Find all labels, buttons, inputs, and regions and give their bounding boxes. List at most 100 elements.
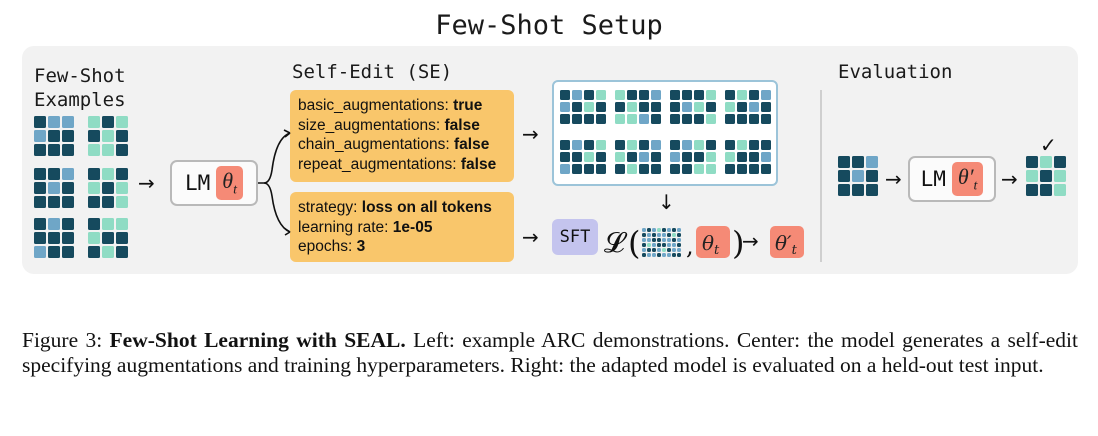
caption-label: Figure 3: (22, 328, 103, 352)
arc-grids (34, 90, 1066, 258)
grid-cell (560, 102, 570, 112)
grid-cell (572, 164, 582, 174)
grid-cell (749, 114, 759, 124)
grid-cell (116, 168, 128, 180)
hp-row: strategy: loss on all tokens (298, 199, 492, 216)
grid-cell (725, 152, 735, 162)
arrow-icon: → (522, 225, 539, 249)
evaluation-header: Evaluation (838, 61, 953, 83)
grid-cell (34, 246, 46, 258)
grid-cell (682, 152, 692, 162)
figure-caption: Figure 3: Few-Shot Learning with SEAL. L… (22, 328, 1078, 378)
grid-cell (572, 102, 582, 112)
grid-cell (651, 102, 661, 112)
loss-expression: 𝓛 ( , θt ) θ′t (604, 224, 804, 262)
grid-cell (615, 152, 625, 162)
grid-cell (48, 130, 60, 142)
grid-cell (116, 144, 128, 156)
grid-cell (1040, 170, 1052, 182)
grid-cell (657, 233, 661, 237)
grid-cell (672, 253, 676, 257)
grid-cell (737, 152, 747, 162)
aug-row: basic_augmentations: true (298, 97, 483, 114)
grid-cell (651, 152, 661, 162)
fewshot-header-line2: Examples (34, 89, 126, 111)
grid-cell (838, 156, 850, 168)
theta-subscript: t (233, 182, 237, 198)
loss-symbol: 𝓛 (604, 226, 628, 259)
grid-cell (725, 114, 735, 124)
caption-title: Few-Shot Learning with SEAL. (109, 328, 406, 352)
theta-subscript: t (973, 178, 978, 194)
grid-cell (116, 116, 128, 128)
aug-row: repeat_augmentations: false (298, 155, 497, 173)
grid-cell (1026, 156, 1038, 168)
grid-cell (737, 114, 747, 124)
grid-cell (88, 144, 100, 156)
grid-cell (102, 218, 114, 230)
arrow-icon: → (1001, 167, 1018, 191)
grid-cell (102, 232, 114, 244)
grid-cell (672, 238, 676, 242)
grid-cell (1026, 170, 1038, 182)
augmented-grid (560, 90, 582, 124)
grid-cell (1054, 156, 1066, 168)
grid-cell (657, 238, 661, 242)
grid-cell (34, 144, 46, 156)
grid-cell (647, 233, 651, 237)
grid-cell (838, 184, 850, 196)
grid-cell (572, 90, 582, 100)
grid-cell (667, 233, 671, 237)
grid-cell (652, 233, 656, 237)
grid-cell (682, 102, 692, 112)
grid-cell (647, 228, 651, 232)
grid-cell (627, 152, 637, 162)
example-output-grid (88, 218, 128, 258)
grid-cell (1040, 184, 1052, 196)
arrow-icon: → (885, 167, 902, 191)
grid-cell (88, 116, 100, 128)
theta-badge: θt (216, 165, 243, 201)
adapted-language-model-box: LM θ′t (908, 156, 996, 202)
grid-cell (572, 152, 582, 162)
grid-cell (761, 90, 771, 100)
grid-cell (615, 164, 625, 174)
grid-cell (639, 152, 649, 162)
grid-cell (102, 116, 114, 128)
grid-cell (639, 164, 649, 174)
grid-cell (694, 164, 704, 174)
grid-cell (48, 218, 60, 230)
grid-cell (116, 218, 128, 230)
augmented-grid (749, 90, 771, 124)
augmented-grid (725, 140, 747, 174)
grid-cell (652, 228, 656, 232)
grid-cell (48, 196, 60, 208)
grid-cell (88, 168, 100, 180)
grid-cell (34, 116, 46, 128)
grid-cell (677, 243, 681, 247)
language-model-box: LM θt (170, 160, 258, 206)
grid-cell (652, 243, 656, 247)
grid-cell (62, 196, 74, 208)
grid-cell (116, 130, 128, 142)
grid-cell (725, 102, 735, 112)
grid-cell (670, 152, 680, 162)
grid-cell (667, 248, 671, 252)
grid-cell (682, 140, 692, 150)
augmented-grid (725, 90, 747, 124)
grid-cell (62, 144, 74, 156)
grid-cell (62, 130, 74, 142)
augmented-grid (560, 140, 582, 174)
figure-title: Few-Shot Setup (435, 10, 663, 41)
grid-cell (48, 168, 60, 180)
hyperparameter-settings-box: strategy: loss on all tokens learning ra… (290, 192, 514, 262)
aug-row: chain_augmentations: false (298, 136, 490, 153)
grid-cell (706, 140, 716, 150)
arrow-icon: → (138, 171, 155, 195)
sft-box: SFT (552, 219, 598, 255)
grid-cell (670, 164, 680, 174)
grid-cell (672, 248, 676, 252)
grid-cell (615, 102, 625, 112)
grid-cell (761, 140, 771, 150)
theta-prime-mark: ′ (968, 163, 974, 189)
